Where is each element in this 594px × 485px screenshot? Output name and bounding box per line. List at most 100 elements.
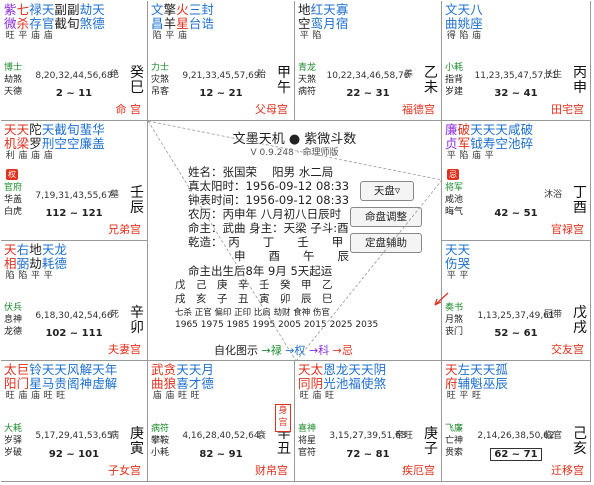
age-list: 4,16,28,40,52,64 [182, 431, 260, 441]
star-glyph: 旬 [67, 122, 80, 137]
heavenly-stem: 乙 [424, 65, 438, 81]
brightness-label: 得 [446, 31, 456, 41]
star-glyph: 喜 [176, 376, 189, 391]
age-list: 3,15,27,39,51,63 [329, 431, 407, 441]
adjust-button[interactable]: 命盘调整 [350, 207, 422, 227]
tianpan-button[interactable]: 天盘▿ [360, 181, 414, 201]
god-label: 天煞 [298, 75, 317, 85]
god-label: 天德 [4, 87, 23, 97]
star-glyph: 劫 [79, 2, 93, 17]
star-glyph: 天 [188, 362, 202, 377]
star-glyph: 伤 [445, 256, 458, 271]
life-stage: 帝旺 [394, 431, 413, 441]
brightness-label: 庙 [165, 391, 175, 401]
brightness-label: 陷 [459, 31, 469, 41]
stem-branch: 丁酉 [573, 186, 587, 216]
info-branches: 申 酉 午 辰 [188, 249, 349, 263]
brightness-label [54, 31, 67, 42]
brightness-label: 利 [5, 151, 15, 161]
star-glyph: 德 [201, 376, 214, 391]
brightness-label [508, 151, 521, 162]
star-glyph: 罗 [29, 136, 42, 151]
star-glyph: 右 [16, 242, 30, 257]
star-glyph: 哭 [457, 256, 471, 271]
brightness-label [374, 391, 387, 402]
star-glyph: 微 [4, 16, 17, 31]
star-glyph: 狼 [163, 376, 177, 391]
star-glyph: 军 [457, 136, 471, 151]
star-glyph: 池 [508, 136, 521, 151]
life-stage: 胎 [256, 70, 266, 80]
star-glyph: 廉 [79, 136, 93, 151]
brightness-label [495, 151, 508, 162]
star-glyph: 昌 [151, 16, 164, 31]
star-glyph: 空 [67, 136, 80, 151]
star-glyph: 天 [457, 242, 471, 257]
stem-branch: 甲午 [277, 66, 291, 96]
brightness-label: 陷 [312, 31, 322, 41]
gods-column: 伏兵息神龙德 [4, 302, 22, 338]
earthly-branch: 卯 [130, 320, 144, 336]
star-glyph: 左 [457, 362, 471, 377]
earthly-branch: 酉 [573, 200, 587, 216]
god-label: 官府 [4, 183, 23, 193]
life-stage: 养 [403, 70, 413, 80]
life-stage: 沐浴 [543, 190, 562, 200]
god-label: 月煞 [445, 315, 464, 325]
dingpan-button[interactable]: 定盘辅助 [350, 233, 422, 253]
star-glyph: 空 [54, 136, 67, 151]
god-label: 伏兵 [4, 303, 23, 313]
god-label: 灾煞 [151, 75, 170, 85]
brightness-label [521, 151, 534, 162]
sihua-badge: 忌 [447, 169, 459, 180]
god-label: 劫煞 [4, 75, 23, 85]
god-label: 指背 [445, 75, 464, 85]
palace-name: 疾厄宫 [402, 464, 435, 477]
heavenly-stem: 庚 [130, 426, 144, 442]
star-glyph: 才 [188, 376, 202, 391]
info-name: 姓名：张国荣 阳男 水二局 [188, 165, 334, 179]
god-label: 息神 [4, 315, 23, 325]
star-glyph: 文 [445, 2, 458, 17]
star-glyph: 副 [67, 2, 80, 17]
shen-gong-marker: 身宫 [275, 404, 291, 432]
palace-name: 命 宫 [115, 103, 142, 116]
star-glyph: 台 [188, 16, 202, 31]
ji-arrow: →忌 [332, 344, 353, 357]
star-glyph: 池 [335, 376, 349, 391]
star-glyph: 同 [298, 376, 311, 391]
star-glyph: 咸 [508, 122, 521, 137]
brightness-label [80, 31, 93, 42]
palace-name: 官禄宫 [551, 223, 584, 236]
app-version: V 0.9.248 · 命理师版 [250, 148, 339, 158]
god-label: 病符 [151, 424, 170, 434]
brightness-label [361, 391, 374, 402]
stem-branch: 丙申 [573, 66, 587, 96]
star-glyph: 武 [151, 362, 164, 377]
star-glyph: 天 [41, 362, 55, 377]
star-glyph: 机 [4, 136, 17, 151]
brightness-label: 平 [18, 31, 28, 41]
god-label: 奏书 [445, 303, 464, 313]
gods-column: 小耗指背岁建 [445, 62, 463, 98]
star-glyph: 贪 [163, 362, 177, 377]
life-stage: 冠带 [543, 310, 562, 320]
brightness-label [201, 31, 214, 42]
brightness-label [54, 151, 67, 162]
star-glyph: 天 [445, 242, 458, 257]
star-glyph: 截 [54, 122, 67, 137]
brightness-label: 庙 [43, 31, 53, 41]
star-glyph: 禄 [29, 2, 42, 17]
